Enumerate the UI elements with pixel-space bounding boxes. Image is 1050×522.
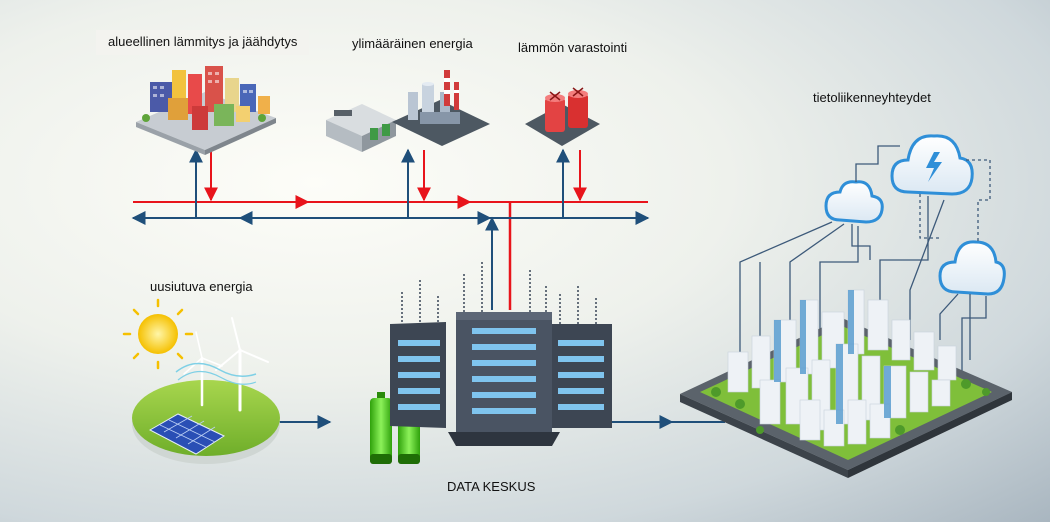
server-antennas	[401, 262, 597, 324]
label-renewable-energy: uusiutuva energia	[150, 279, 253, 294]
city-block-icon	[136, 66, 276, 155]
storage-tank-icon	[525, 87, 600, 146]
sun-icon	[122, 298, 194, 370]
smart-city-icon	[680, 289, 1012, 478]
battery-icon	[370, 392, 392, 464]
label-surplus-energy: ylimääräinen energia	[352, 36, 473, 51]
server-rack-icon	[552, 324, 612, 428]
solar-panel-icon	[148, 413, 226, 455]
cloud-icon	[890, 134, 974, 196]
cloud-icon	[938, 240, 1006, 296]
label-data-center: DATA KESKUS	[447, 479, 536, 494]
power-plant-icon	[326, 70, 490, 152]
data-distribution-line	[131, 148, 725, 429]
cloud-icon	[824, 180, 884, 224]
label-district-heating: alueellinen lämmitys ja jäähdytys	[96, 30, 310, 55]
renewable-energy-island	[132, 317, 280, 464]
wind-turbine-icon	[183, 317, 269, 412]
server-rack-icon	[390, 322, 446, 428]
label-telecom: tietoliikenneyhteydet	[813, 90, 931, 105]
server-rack-icon	[448, 312, 560, 446]
label-heat-storage: lämmön varastointi	[518, 40, 628, 55]
